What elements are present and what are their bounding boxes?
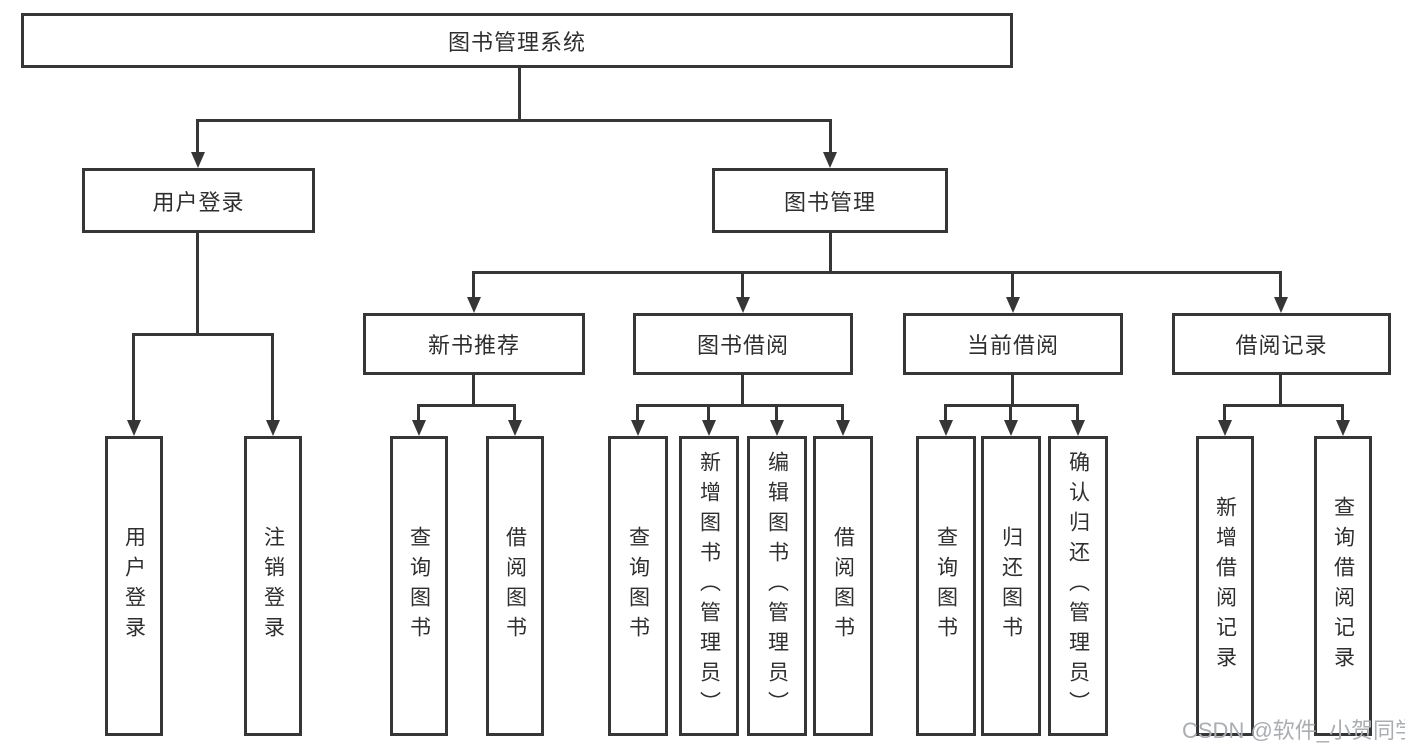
connector-line bbox=[472, 271, 475, 298]
node-borrow-records-label: 借阅记录 bbox=[1235, 333, 1328, 358]
leaf-recommend-query-book: 查询图书 bbox=[390, 436, 448, 736]
connector-line bbox=[1279, 375, 1282, 407]
arrow-down-icon bbox=[266, 420, 280, 436]
connector-line bbox=[472, 375, 475, 407]
connector-line bbox=[829, 119, 832, 153]
connector-line bbox=[196, 119, 199, 153]
leaf-edit-book-admin-label: 编辑图书（管理员） bbox=[765, 451, 789, 721]
connector-line bbox=[741, 271, 744, 298]
connector-line bbox=[707, 404, 710, 420]
node-root-label: 图书管理系统 bbox=[447, 29, 586, 55]
connector-line bbox=[1076, 404, 1079, 420]
arrow-down-icon bbox=[631, 420, 645, 436]
arrow-down-icon bbox=[191, 152, 205, 168]
leaf-user-login: 用户登录 bbox=[105, 436, 163, 736]
connector-line bbox=[1223, 404, 1344, 407]
connector-line bbox=[513, 404, 516, 420]
connector-line bbox=[518, 68, 521, 121]
connector-line bbox=[829, 233, 832, 274]
arrow-down-icon bbox=[939, 420, 953, 436]
node-root: 图书管理系统 bbox=[21, 13, 1013, 68]
arrow-down-icon bbox=[412, 420, 426, 436]
arrow-down-icon bbox=[1336, 420, 1350, 436]
arrow-down-icon bbox=[823, 152, 837, 168]
arrow-down-icon bbox=[467, 297, 481, 313]
node-book-management: 图书管理 bbox=[712, 168, 948, 233]
leaf-confirm-return-admin-label: 确认归还（管理员） bbox=[1066, 451, 1090, 721]
watermark: CSDN @软件_小贺同学 bbox=[1182, 718, 1405, 743]
arrow-down-icon bbox=[1004, 420, 1018, 436]
connector-line bbox=[1011, 375, 1014, 407]
leaf-borrow-book-label: 借阅图书 bbox=[831, 526, 855, 646]
arrow-down-icon bbox=[770, 420, 784, 436]
node-current-borrow: 当前借阅 bbox=[903, 313, 1123, 375]
arrow-down-icon bbox=[1071, 420, 1085, 436]
node-book-borrow: 图书借阅 bbox=[633, 313, 853, 375]
connector-line bbox=[196, 233, 199, 336]
arrow-down-icon bbox=[1006, 297, 1020, 313]
leaf-query-borrow-record: 查询借阅记录 bbox=[1314, 436, 1372, 736]
node-borrow-records: 借阅记录 bbox=[1172, 313, 1391, 375]
connector-line bbox=[271, 333, 274, 420]
connector-line bbox=[775, 404, 778, 420]
arrow-down-icon bbox=[702, 420, 716, 436]
arrow-down-icon bbox=[836, 420, 850, 436]
connector-line bbox=[944, 404, 947, 420]
connector-line bbox=[636, 404, 844, 407]
leaf-add-book-admin: 新增图书（管理员） bbox=[679, 436, 739, 736]
node-user-login: 用户登录 bbox=[82, 168, 315, 233]
arrow-down-icon bbox=[127, 420, 141, 436]
connector-line bbox=[417, 404, 420, 420]
node-current-borrow-label: 当前借阅 bbox=[966, 333, 1059, 358]
arrow-down-icon bbox=[508, 420, 522, 436]
leaf-borrow-book: 借阅图书 bbox=[813, 436, 873, 736]
connector-line bbox=[741, 375, 744, 407]
leaf-return-book-label: 归还图书 bbox=[999, 526, 1023, 646]
leaf-user-login-label: 用户登录 bbox=[122, 526, 146, 646]
connector-line bbox=[1341, 404, 1344, 420]
connector-line bbox=[841, 404, 844, 420]
leaf-recommend-borrow-book: 借阅图书 bbox=[486, 436, 544, 736]
leaf-edit-book-admin: 编辑图书（管理员） bbox=[747, 436, 807, 736]
leaf-add-book-admin-label: 新增图书（管理员） bbox=[697, 451, 721, 721]
leaf-add-borrow-record-label: 新增借阅记录 bbox=[1213, 496, 1237, 676]
connector-line bbox=[1279, 271, 1282, 298]
connector-line bbox=[417, 404, 516, 407]
connector-line bbox=[1009, 404, 1012, 420]
connector-line bbox=[196, 119, 832, 122]
node-book-management-label: 图书管理 bbox=[783, 189, 876, 215]
node-new-book-recommend-label: 新书推荐 bbox=[427, 333, 520, 358]
node-new-book-recommend: 新书推荐 bbox=[363, 313, 585, 375]
leaf-logout-label: 注销登录 bbox=[261, 526, 285, 646]
connector-line bbox=[1223, 404, 1226, 420]
leaf-current-query-book: 查询图书 bbox=[916, 436, 976, 736]
arrow-down-icon bbox=[1218, 420, 1232, 436]
leaf-return-book: 归还图书 bbox=[981, 436, 1041, 736]
leaf-add-borrow-record: 新增借阅记录 bbox=[1196, 436, 1254, 736]
leaf-recommend-borrow-book-label: 借阅图书 bbox=[503, 526, 527, 646]
connector-line bbox=[472, 271, 1282, 274]
leaf-logout: 注销登录 bbox=[244, 436, 302, 736]
leaf-confirm-return-admin: 确认归还（管理员） bbox=[1048, 436, 1108, 736]
leaf-borrow-query-book: 查询图书 bbox=[608, 436, 668, 736]
node-book-borrow-label: 图书借阅 bbox=[696, 333, 789, 358]
leaf-query-borrow-record-label: 查询借阅记录 bbox=[1331, 496, 1355, 676]
leaf-recommend-query-book-label: 查询图书 bbox=[407, 526, 431, 646]
leaf-current-query-book-label: 查询图书 bbox=[934, 526, 958, 646]
connector-line bbox=[132, 333, 135, 420]
node-user-login-label: 用户登录 bbox=[152, 189, 245, 215]
connector-line bbox=[132, 333, 274, 336]
connector-line bbox=[1011, 271, 1014, 298]
arrow-down-icon bbox=[736, 297, 750, 313]
arrow-down-icon bbox=[1274, 297, 1288, 313]
connector-line bbox=[636, 404, 639, 420]
leaf-borrow-query-book-label: 查询图书 bbox=[626, 526, 650, 646]
